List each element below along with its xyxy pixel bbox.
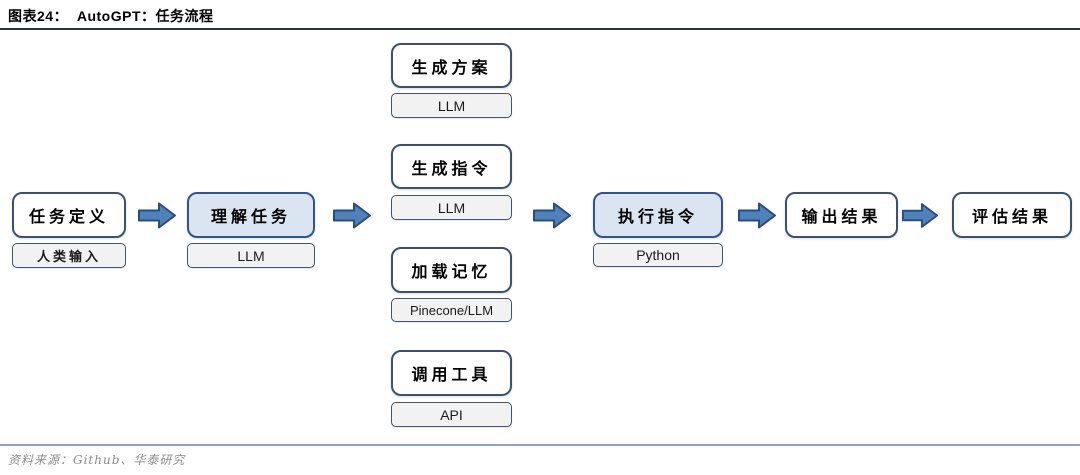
tool-python: Python [593,243,723,267]
node-call-tools: 调用工具 [391,350,512,396]
tool-llm-instruction: LLM [391,195,512,220]
flow-arrow-icon [901,200,939,231]
node-task-definition: 任务定义 [12,192,126,238]
flow-arrow-icon [332,200,372,231]
flow-arrow-icon [137,200,177,231]
flow-arrow-icon [737,200,777,231]
node-output-result: 输出结果 [785,192,898,238]
title-divider [0,28,1080,30]
tool-pinecone-llm: Pinecone/LLM [391,298,512,322]
tool-api: API [391,402,512,427]
figure-title: 图表24： AutoGPT：任务流程 [8,8,214,24]
tool-human-input: 人类输入 [12,243,126,268]
source-note: 资料来源：Github、华泰研究 [8,453,186,467]
node-evaluate-result: 评估结果 [952,192,1072,238]
node-generate-plan: 生成方案 [391,43,512,88]
node-execute-instruction: 执行指令 [593,192,723,238]
flow-arrow-icon [532,200,572,231]
tool-llm-understand: LLM [187,243,315,268]
node-load-memory: 加载记忆 [391,247,512,293]
tool-llm-plan: LLM [391,93,512,118]
node-generate-instruction: 生成指令 [391,144,512,189]
node-understand-task: 理解任务 [187,192,315,238]
footer-divider [0,444,1080,446]
